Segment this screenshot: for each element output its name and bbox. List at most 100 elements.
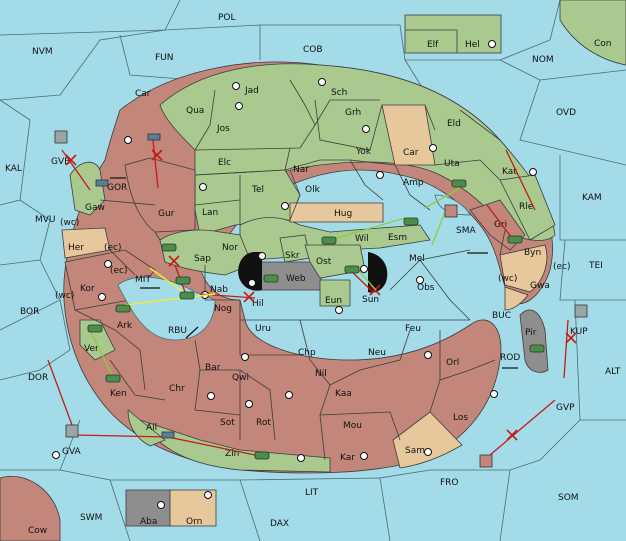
svg-text:Wil: Wil [355,234,369,244]
svg-text:Rot: Rot [256,418,271,428]
svg-text:Mou: Mou [343,421,362,431]
svg-text:Orl: Orl [446,358,459,368]
province-elf-hel[interactable] [404,14,502,54]
svg-text:Los: Los [453,413,468,423]
svg-text:Car: Car [403,148,419,158]
main-continent [61,61,556,474]
svg-text:Obs: Obs [417,283,435,293]
svg-text:SWM: SWM [80,513,102,523]
svg-text:NVM: NVM [32,47,53,57]
cut-support-icon [65,149,577,441]
svg-text:SOM: SOM [558,493,579,503]
svg-text:Web: Web [286,274,306,284]
svg-text:ROD: ROD [500,353,520,363]
svg-text:Gur: Gur [158,209,175,219]
svg-text:Elf: Elf [427,40,439,50]
svg-text:Sun: Sun [362,295,379,305]
svg-text:(wc): (wc) [498,274,517,284]
svg-text:BUC: BUC [492,311,511,321]
svg-text:Amp: Amp [403,178,424,188]
svg-text:Aba: Aba [140,517,157,527]
svg-text:Car: Car [135,89,151,99]
svg-text:Eld: Eld [447,119,461,129]
svg-text:Hug: Hug [334,209,352,219]
supply-center-icon [52,40,537,509]
svg-text:FUN: FUN [155,53,174,63]
svg-text:Ark: Ark [117,321,133,331]
svg-text:GVP: GVP [556,403,575,413]
province-eun[interactable] [319,279,351,307]
svg-text:Gri: Gri [494,220,507,230]
province-hug[interactable] [289,202,384,223]
svg-text:Con: Con [594,39,612,49]
svg-text:Nog: Nog [214,304,232,314]
svg-text:FRO: FRO [440,478,459,488]
svg-text:Neu: Neu [368,348,386,358]
svg-text:GVB: GVB [51,157,70,167]
svg-text:(ec): (ec) [553,262,571,272]
svg-text:TEI: TEI [588,261,603,271]
province-con[interactable] [559,0,626,66]
svg-text:Mel: Mel [409,254,425,264]
svg-text:Qua: Qua [186,106,204,116]
svg-text:Orn: Orn [186,517,202,527]
svg-text:Gwa: Gwa [530,281,550,291]
province-sam[interactable] [392,411,463,469]
svg-text:NOM: NOM [532,55,554,65]
svg-text:DAX: DAX [270,519,289,529]
province-byn[interactable] [499,244,548,293]
svg-text:Skr: Skr [285,251,300,261]
svg-text:Elc: Elc [218,158,231,168]
svg-text:Bar: Bar [205,363,221,373]
svg-text:Her: Her [68,243,84,253]
province-pir[interactable] [519,309,549,373]
svg-text:Hel: Hel [465,40,480,50]
svg-text:Tel: Tel [251,185,264,195]
svg-text:BOR: BOR [20,307,39,317]
svg-text:Esm: Esm [388,233,407,243]
svg-text:Sam: Sam [405,446,425,456]
svg-text:SMA: SMA [456,226,476,236]
svg-text:Olk: Olk [305,185,321,195]
svg-text:Sch: Sch [331,88,347,98]
svg-text:KAM: KAM [582,193,602,203]
province-cow[interactable] [0,476,61,541]
svg-text:Eun: Eun [325,296,342,306]
svg-text:Uru: Uru [255,324,271,334]
svg-text:COB: COB [303,45,323,55]
svg-text:GVA: GVA [62,447,82,457]
svg-text:Hil: Hil [252,299,264,309]
svg-text:LIT: LIT [305,488,319,498]
svg-text:(wc): (wc) [55,291,74,301]
svg-text:Nar: Nar [293,165,309,175]
svg-text:GOR: GOR [107,183,127,193]
svg-text:Qwi: Qwi [232,373,249,383]
province-gwa[interactable] [504,286,529,311]
svg-text:Jad: Jad [244,86,259,96]
svg-text:Yok: Yok [355,147,372,157]
svg-text:(wc): (wc) [60,218,79,228]
svg-text:Nor: Nor [222,243,238,253]
svg-text:Zin: Zin [225,449,239,459]
fleet-icon [54,130,588,468]
svg-text:Ost: Ost [316,257,332,267]
svg-text:Lan: Lan [202,208,218,218]
svg-text:Kor: Kor [80,284,95,294]
svg-text:Jos: Jos [216,124,230,134]
svg-text:RBU: RBU [168,326,187,336]
army-icon [87,179,545,460]
province-rle[interactable] [499,174,556,241]
two-way-arrow-icon [110,177,518,369]
province-gur[interactable] [124,157,196,233]
svg-text:Kar: Kar [340,453,355,463]
svg-text:Kaa: Kaa [335,389,352,399]
svg-text:KAL: KAL [5,164,22,174]
convoy-arrow-icon [124,267,216,306]
svg-text:KUP: KUP [570,327,588,337]
support-arrow-icon [89,187,461,376]
svg-text:Nil: Nil [315,369,327,379]
svg-text:Nab: Nab [210,285,228,295]
